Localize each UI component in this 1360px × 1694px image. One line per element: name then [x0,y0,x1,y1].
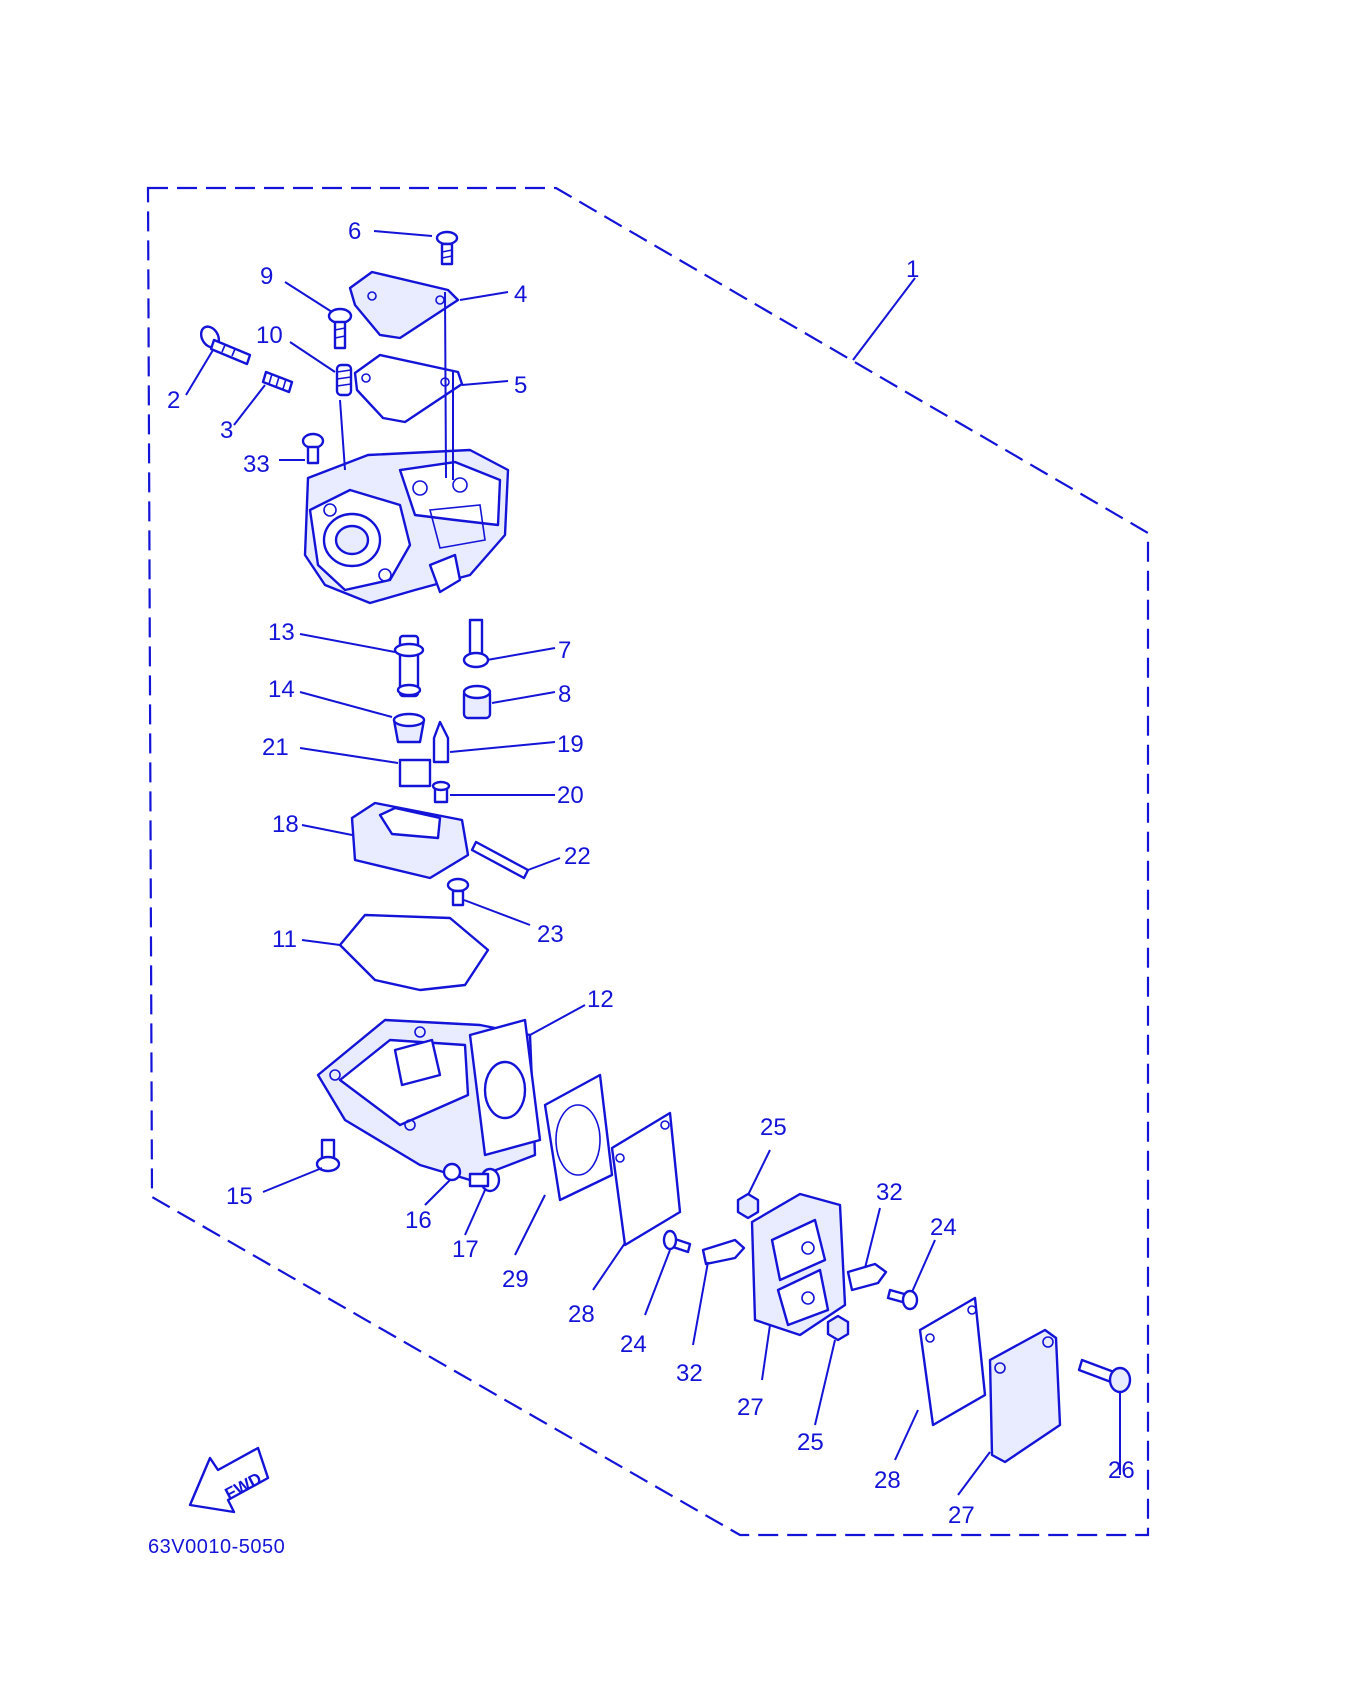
spring-3 [261,370,294,394]
label-part-19: 19 [557,731,584,758]
label-part-25b: 25 [797,1429,824,1456]
label-part-32b: 32 [676,1360,703,1387]
label-part-26: 26 [1108,1457,1135,1484]
assembly-boundary [146,186,1150,1537]
label-part-12: 12 [587,986,614,1013]
diaphragm-30 [610,1111,682,1247]
label-part-17: 17 [452,1236,479,1263]
pump-body-29 [750,1192,847,1337]
label-part-29: 27 [737,1394,764,1421]
cap-14 [392,712,426,744]
screw-33 [301,432,325,465]
screw-24a [662,1229,692,1254]
label-part-32a: 32 [876,1179,903,1206]
assembly-boundary-divider [445,1533,740,1535]
gasket-11 [338,913,490,992]
label-part-31: 29 [502,1266,529,1293]
diaphragm-28 [918,1296,987,1427]
screw-17 [468,1167,501,1193]
label-part-11: 11 [272,926,297,953]
check-valve-32b [846,1262,888,1292]
nut-25a [736,1192,760,1220]
label-part-18: 18 [272,811,299,838]
gasket-5 [353,353,464,424]
cover-plate-4 [348,270,460,340]
main-nozzle-13 [393,634,425,698]
plug-8 [462,684,492,720]
clip-21 [398,758,432,788]
gasket-31 [543,1073,614,1202]
label-part-25a: 25 [760,1114,787,1141]
pilot-screw-2 [199,325,252,366]
label-part-2: 2 [167,387,180,414]
label-part-13: 13 [268,619,295,646]
float-pin-22 [470,840,530,880]
label-part-6: 6 [348,218,361,245]
label-part-33: 33 [243,451,270,478]
screw-6 [435,230,459,266]
label-part-27: 27 [948,1502,975,1529]
label-part-9: 9 [260,263,273,290]
float-chamber-12 [316,1018,542,1182]
label-part-14: 14 [268,676,295,703]
fwd-arrow-icon: FWD [188,1446,270,1514]
spring-10 [335,363,353,397]
label-part-21: 21 [262,734,289,761]
label-part-30: 28 [568,1301,595,1328]
label-part-8: 8 [558,681,571,708]
screw-23 [446,877,470,907]
float-18 [350,801,470,880]
label-part-16: 16 [405,1207,432,1234]
needle-valve-19 [432,720,450,764]
label-part-3: 3 [220,417,233,444]
screw-24b [886,1288,919,1311]
label-part-28-real: 28 [874,1467,901,1494]
label-part-10: 10 [256,322,283,349]
nut-25b [826,1314,850,1342]
carburetor-body [303,448,510,605]
label-part-23: 23 [537,921,564,948]
label-part-15: 15 [226,1183,253,1210]
label-part-22: 22 [564,843,591,870]
part-code: 63V0010-5050 [148,1536,286,1558]
label-part-7: 7 [558,637,571,664]
check-valve-32a [701,1238,746,1266]
screw-20 [431,780,451,804]
label-part-5: 5 [514,372,527,399]
drain-screw-15 [315,1138,341,1173]
label-part-24a: 24 [930,1214,957,1241]
label-part-4: 4 [514,281,527,308]
pump-cover-27 [988,1328,1062,1464]
label-part-20: 20 [557,782,584,809]
main-jet-7 [462,618,490,669]
label-part-1: 1 [906,256,919,283]
screw-9 [327,307,353,350]
bolt-26 [1077,1358,1132,1394]
washer-16 [442,1162,462,1182]
label-part-24b: 24 [620,1331,647,1358]
